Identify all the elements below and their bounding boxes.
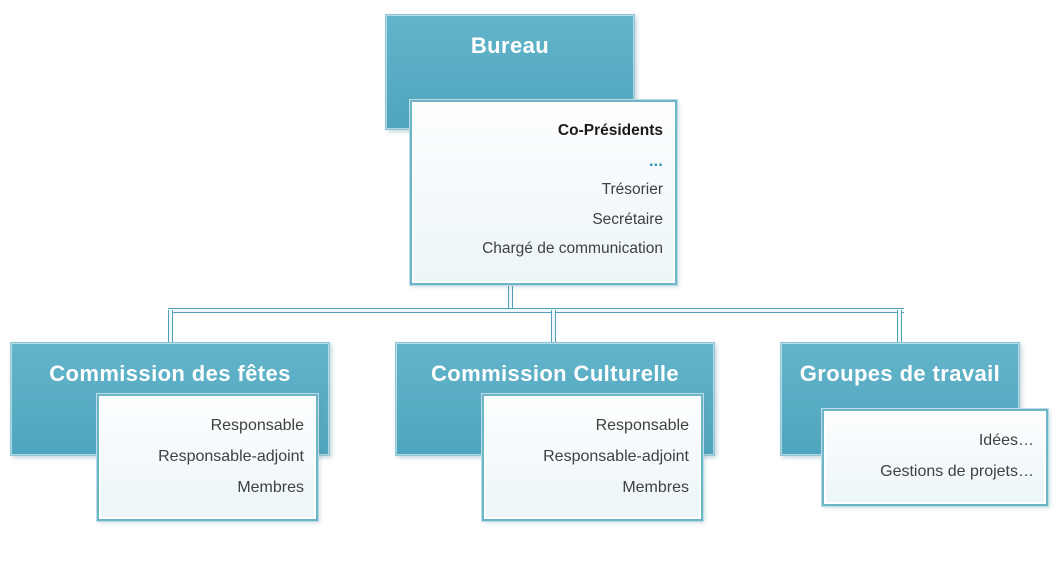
connector-stem (508, 284, 513, 312)
bureau-role-secretaire: Secrétaire (592, 210, 663, 228)
commission-fetes-detail-box: Responsable Responsable-adjoint Membres (97, 394, 318, 521)
detail-item: Responsable (595, 417, 689, 434)
detail-item: Responsable-adjoint (158, 448, 304, 465)
bureau-role-ellipsis: ... (648, 150, 663, 170)
groupes-travail-title: Groupes de travail (799, 361, 1001, 386)
detail-item: Membres (622, 479, 689, 496)
detail-item: Membres (237, 479, 304, 496)
detail-item: Responsable-adjoint (543, 448, 689, 465)
bureau-detail-box: Co-Présidents ... Trésorier Secrétaire C… (410, 100, 677, 285)
bureau-role-co-presidents: Co-Présidents (557, 122, 663, 139)
detail-item: Gestions de projets… (880, 463, 1034, 480)
detail-item: Responsable (210, 417, 304, 434)
commission-culturelle-title: Commission Culturelle (431, 361, 679, 386)
connector-drop-left (168, 310, 173, 343)
groupes-travail-detail-box: Idées… Gestions de projets… (822, 409, 1048, 506)
bureau-role-tresorier: Trésorier (601, 181, 663, 198)
bureau-role-communication: Chargé de communication (482, 240, 663, 257)
commission-culturelle-detail-box: Responsable Responsable-adjoint Membres (482, 394, 703, 521)
bureau-title: Bureau (470, 33, 550, 58)
connector-drop-right (897, 310, 902, 343)
detail-item: Idées… (978, 432, 1034, 449)
connector-drop-middle (551, 310, 556, 343)
commission-fetes-title: Commission des fêtes (49, 361, 291, 386)
connector-horizontal (168, 308, 904, 313)
